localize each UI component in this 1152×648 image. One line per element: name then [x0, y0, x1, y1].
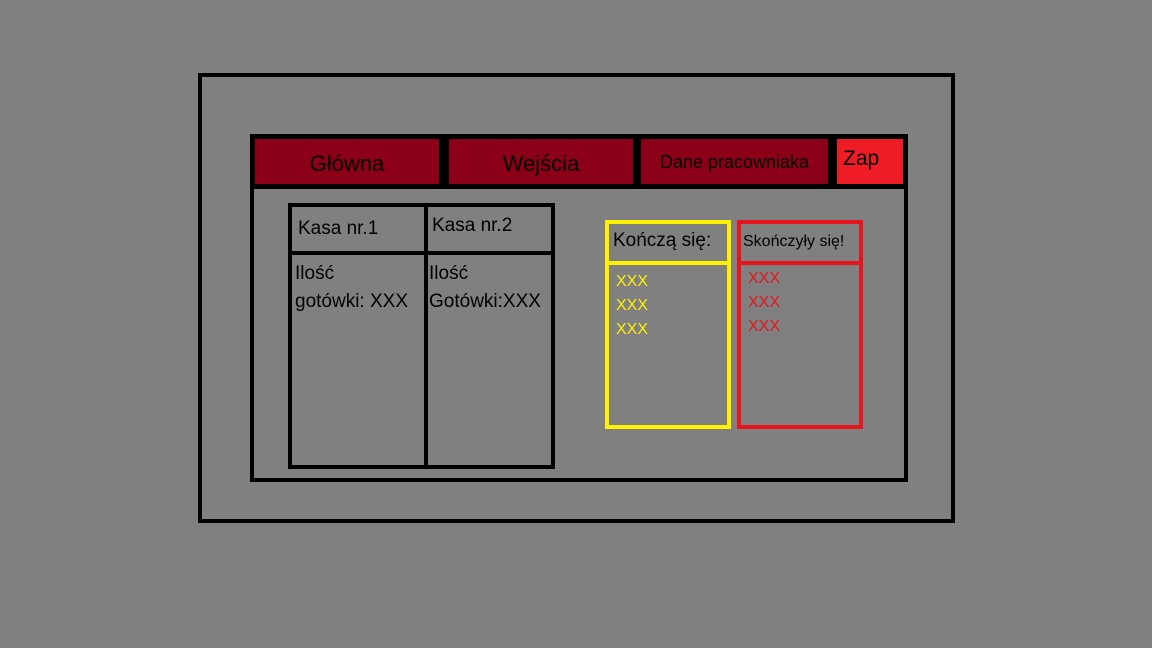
nav-tab-zap[interactable]: Zap [837, 139, 903, 184]
kasa-1-cash-value: gotówki: XXX [295, 291, 408, 312]
nav-tab-dane-pracowniaka[interactable]: Dane pracowniaka [641, 139, 828, 184]
kasa-1-cash-amount: Ilość gotówki: XXX [295, 260, 408, 316]
ending-soon-item[interactable]: XXX [616, 273, 649, 290]
kasa-2-header: Kasa nr.2 [432, 215, 513, 236]
ended-panel [737, 220, 863, 429]
kasa-table [288, 203, 555, 469]
nav-tab-wejscia-label: Wejścia [502, 150, 580, 176]
ended-list: XXX XXX XXX [748, 267, 780, 339]
ended-item[interactable]: XXX [748, 318, 781, 335]
nav-tab-wejscia[interactable]: Wejścia [449, 139, 633, 184]
nav-tab-glowna[interactable]: Główna [255, 139, 439, 184]
ending-soon-panel [605, 220, 731, 429]
ended-item[interactable]: XXX [748, 270, 781, 287]
kasa-2-cash-value: Gotówki:XXX [429, 291, 541, 312]
ending-soon-list: XXX XXX XXX [616, 270, 648, 342]
ended-divider [737, 261, 863, 265]
ending-soon-item[interactable]: XXX [616, 297, 649, 314]
nav-tab-zap-label: Zap [843, 147, 880, 170]
kasa-column-divider [424, 203, 428, 469]
ending-soon-divider [605, 261, 731, 265]
kasa-2-cash-amount: Ilość Gotówki:XXX [429, 260, 541, 316]
kasa-1-cash-label: Ilość [295, 263, 335, 284]
kasa-2-cash-label: Ilość [429, 263, 469, 284]
outer-frame [198, 73, 955, 523]
ended-item[interactable]: XXX [748, 294, 781, 311]
ended-title: Skończyły się! [743, 233, 845, 250]
ending-soon-title: Kończą się: [613, 230, 712, 251]
nav-tab-dane-label: Dane pracowniaka [659, 152, 810, 172]
ending-soon-item[interactable]: XXX [616, 321, 649, 338]
nav-tab-glowna-label: Główna [309, 150, 385, 176]
kasa-1-header: Kasa nr.1 [298, 218, 379, 239]
kasa-header-divider [288, 251, 555, 255]
